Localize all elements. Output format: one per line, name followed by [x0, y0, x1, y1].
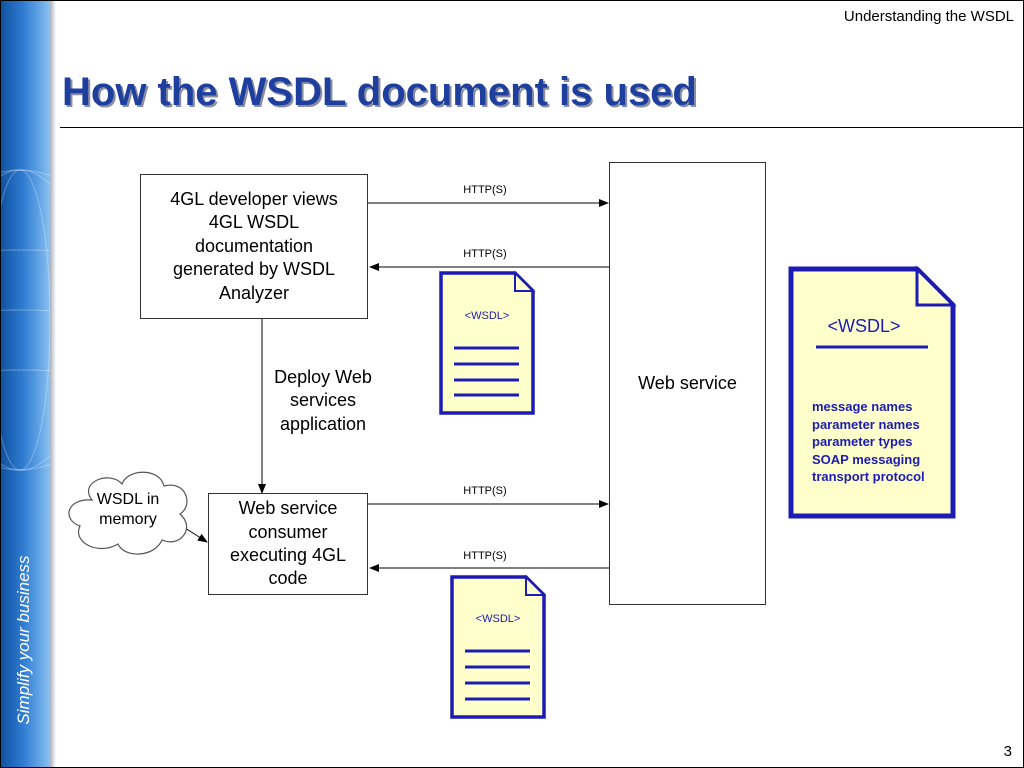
list-item: parameter types [812, 434, 913, 449]
page-title: How the WSDL document is used [62, 70, 697, 114]
http-label-3: HTTP(S) [463, 485, 507, 497]
globe-watermark-icon [0, 169, 50, 471]
cloud-shape [68, 471, 188, 555]
list-item: message names [812, 399, 913, 414]
web-service-box: Web service [609, 162, 766, 605]
sidebar-shadow [50, 0, 56, 768]
deploy-label: Deploy Web services application [274, 367, 372, 434]
big-doc-label: <WSDL> [827, 316, 901, 336]
small-doc-bottom-label: <WSDL> [475, 613, 521, 625]
http-label-2: HTTP(S) [463, 248, 507, 260]
big-doc-icon [788, 265, 957, 519]
slide-number: 3 [1003, 743, 1012, 760]
consumer-box: Web service consumer executing 4GL code [208, 493, 368, 595]
list-item: SOAP messaging [812, 451, 921, 467]
developer-box: 4GL developer views 4GL WSDL documentati… [140, 174, 368, 319]
cloud-label: WSDL in memory [96, 491, 160, 528]
sidebar-band: Simplify your business [0, 0, 50, 768]
http-label-1: HTTP(S) [463, 184, 507, 196]
header-text: Understanding the WSDL [843, 8, 1014, 25]
list-item: transport protocol [812, 469, 925, 484]
small-doc-top-label: <WSDL> [464, 310, 510, 322]
title-divider [60, 127, 1024, 128]
small-doc-top-icon [439, 270, 536, 415]
big-doc-items: message names parameter names parameter … [812, 398, 925, 486]
arrow-cloud-to-consumer [184, 527, 208, 543]
small-doc-bottom-icon [450, 574, 547, 719]
http-label-4: HTTP(S) [463, 550, 507, 562]
list-item: parameter names [812, 416, 920, 432]
